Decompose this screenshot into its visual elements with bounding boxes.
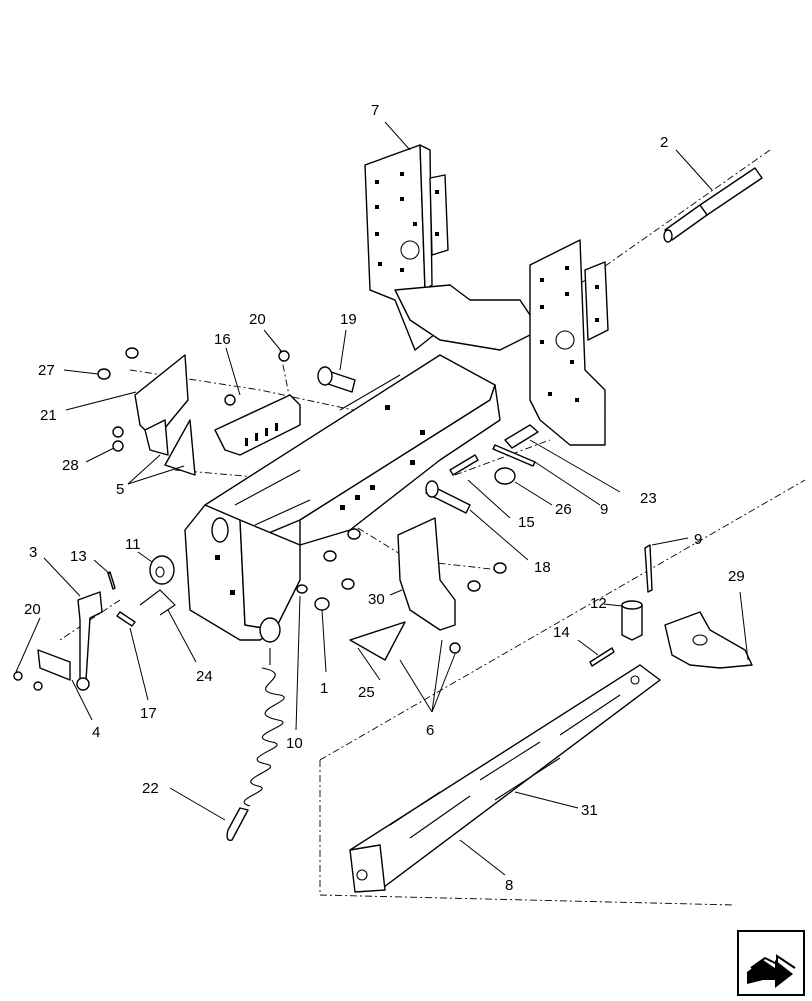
callout-30: 30 (368, 591, 385, 608)
callout-8: 8 (505, 877, 513, 894)
callout-13: 13 (70, 548, 87, 565)
callouts: 7 2 20 19 16 27 21 28 5 3 13 11 20 4 17 … (24, 102, 745, 894)
leader-lines (15, 121, 749, 876)
bolt-19 (317, 366, 356, 393)
callout-19: 19 (340, 311, 357, 328)
callout-16: 16 (214, 331, 231, 348)
tension-spring (226, 648, 285, 841)
clevis-assembly (37, 571, 176, 691)
callout-7: 7 (371, 102, 379, 119)
callout-3: 3 (29, 544, 37, 561)
callout-10: 10 (286, 735, 303, 752)
callout-21: 21 (40, 407, 57, 424)
callout-1: 1 (320, 680, 328, 697)
callout-12: 12 (590, 595, 607, 612)
callout-11: 11 (125, 536, 141, 553)
callout-14: 14 (553, 624, 570, 641)
next-page-button[interactable] (737, 930, 805, 996)
callout-2: 2 (660, 134, 668, 151)
extension-tube (349, 664, 661, 893)
next-page-arrow-icon (737, 930, 805, 996)
callout-15: 15 (518, 514, 535, 531)
callout-9-right: 9 (600, 501, 608, 518)
pins (425, 444, 536, 514)
callout-5: 5 (116, 481, 124, 498)
callout-17: 17 (140, 705, 157, 722)
callout-9-lower: 9 (694, 531, 702, 548)
roller (149, 555, 175, 585)
mounting-plates (134, 354, 196, 476)
callout-20-left: 20 (24, 601, 41, 618)
bracket-23 (504, 424, 539, 449)
callout-4: 4 (92, 724, 100, 741)
jack-parts (589, 544, 753, 669)
callout-27: 27 (38, 362, 55, 379)
bracket-block (214, 394, 301, 456)
callout-26: 26 (555, 501, 572, 518)
lower-plates (349, 517, 456, 661)
tongue-beam (184, 354, 501, 643)
callout-23: 23 (640, 490, 657, 507)
callout-25: 25 (358, 684, 375, 701)
callout-22: 22 (142, 780, 159, 797)
hitch-frame (364, 144, 609, 446)
callout-31: 31 (581, 802, 598, 819)
callout-28: 28 (62, 457, 79, 474)
hardware (13, 347, 516, 691)
callout-29: 29 (728, 568, 745, 585)
callout-18: 18 (534, 559, 551, 576)
callout-6: 6 (426, 722, 434, 739)
drive-shaft (663, 167, 763, 243)
callout-20-top: 20 (249, 311, 266, 328)
callout-24: 24 (196, 668, 213, 685)
